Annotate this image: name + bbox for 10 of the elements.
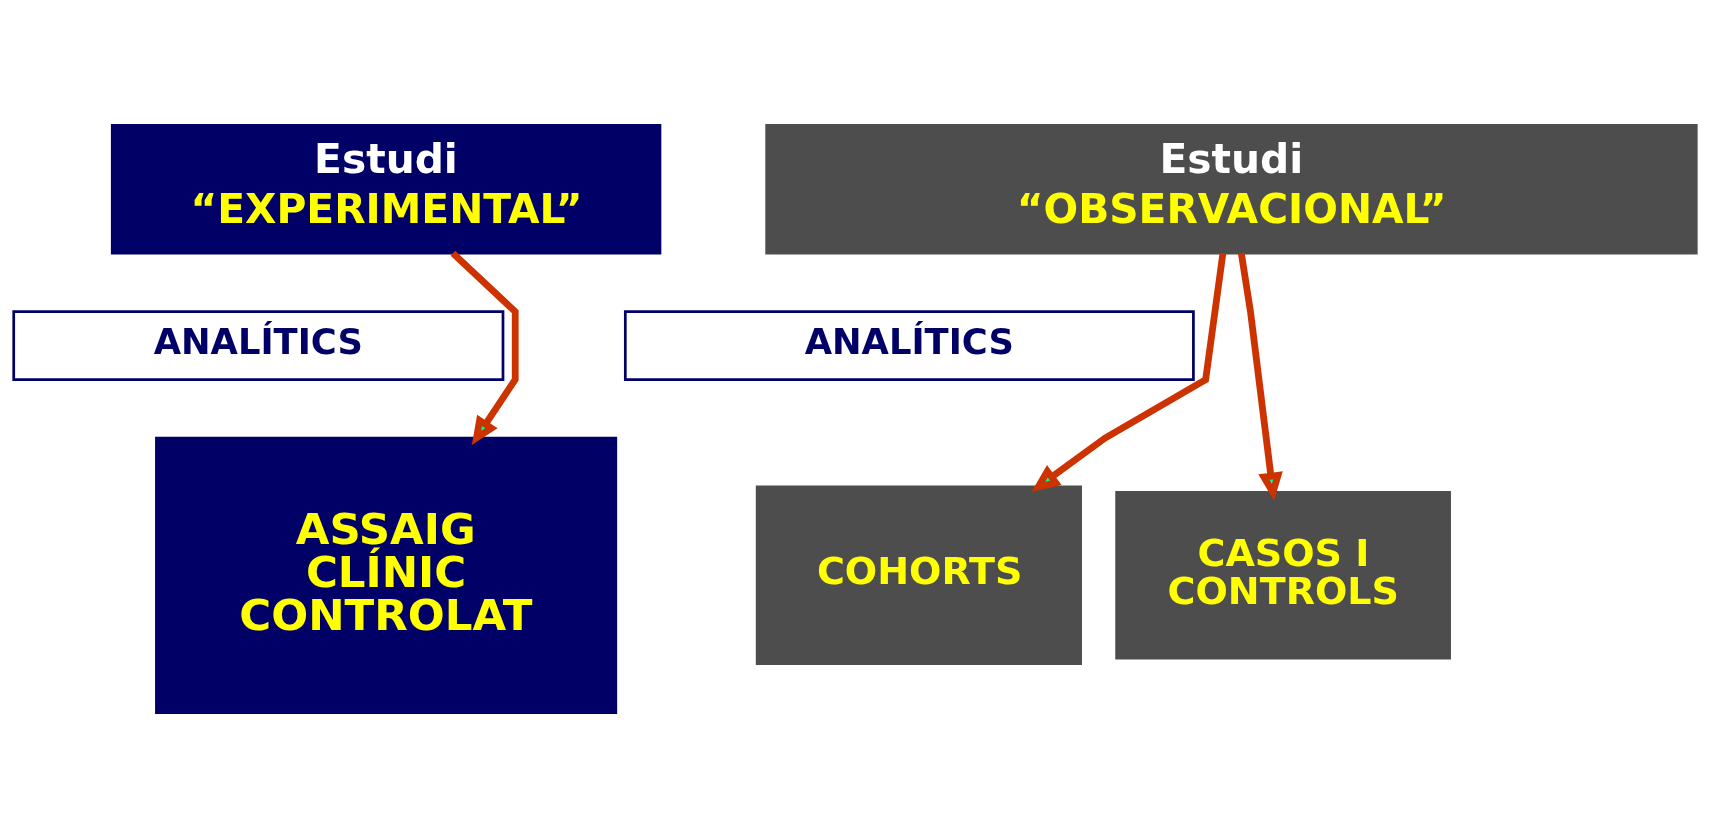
arrow [1237,252,1283,501]
node-box: Estudi “EXPERIMENTAL” [110,123,662,255]
arrow [450,250,519,445]
node-box: ANALÍTICS [623,309,1195,381]
arrow [1031,252,1227,492]
node-box: Estudi “OBSERVACIONAL” [765,123,1698,255]
node-box: COHORTS [755,485,1082,665]
node-box: ANALÍTICS [12,309,505,381]
node-box: CASOS I CONTROLS [1115,490,1451,660]
node-box: ASSAIG CLÍNIC CONTROLAT [155,436,618,714]
